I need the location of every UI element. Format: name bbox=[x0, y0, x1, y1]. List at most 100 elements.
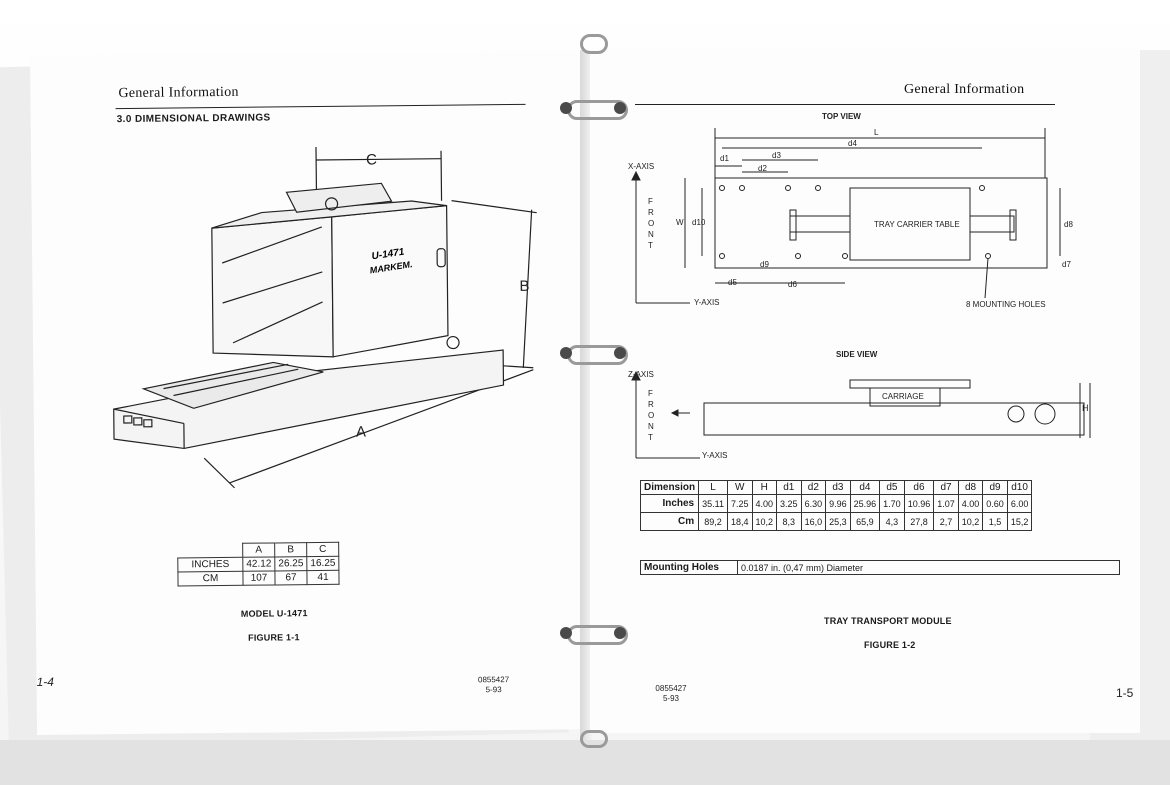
dim-table-cell: 65,9 bbox=[849, 512, 881, 531]
side-view-drawing bbox=[631, 370, 1091, 459]
dim-d10: d10 bbox=[692, 218, 706, 227]
dim-table-row-label: Inches bbox=[639, 494, 700, 513]
machine-drawing: U-1471 MARKEM. bbox=[113, 147, 537, 489]
dim-table-header: d1 bbox=[776, 480, 802, 495]
dim-label-b: B bbox=[519, 277, 530, 295]
abc-table: A B C INCHES 42.12 26.25 16.25 CM 107 67… bbox=[177, 542, 340, 587]
right-page: General Information TOP VIEW bbox=[590, 48, 1140, 733]
dim-d7: d7 bbox=[1062, 260, 1071, 269]
left-doc-number: 0855427 5-93 bbox=[469, 675, 519, 696]
dim-table-cell: 10.96 bbox=[903, 494, 935, 513]
dim-table-cell: 10,2 bbox=[751, 512, 778, 531]
binder-ring-clip-bottom bbox=[580, 730, 608, 748]
mounting-holes-table: Mounting Holes 0.0187 in. (0,47 mm) Diam… bbox=[640, 560, 1120, 575]
dim-table-header: d2 bbox=[800, 480, 827, 495]
dim-label-a: A bbox=[355, 423, 367, 441]
dim-w: W bbox=[676, 218, 684, 227]
binder-hole bbox=[560, 347, 572, 359]
abc-cell: 41 bbox=[306, 570, 340, 585]
dim-d8: d8 bbox=[1064, 220, 1073, 229]
dim-d4: d4 bbox=[848, 139, 857, 148]
dim-table-cell: 6.30 bbox=[800, 494, 827, 513]
abc-row-label: CM bbox=[177, 571, 244, 586]
mounting-holes-label: Mounting Holes bbox=[640, 560, 738, 575]
abc-header-c: C bbox=[306, 542, 339, 557]
binder-hole bbox=[614, 102, 626, 114]
binder-ring-clip-top bbox=[580, 34, 608, 54]
dim-table-cell: 10,2 bbox=[957, 512, 984, 531]
front-letter: R bbox=[648, 400, 654, 409]
dim-table-cell: 2,7 bbox=[933, 512, 959, 531]
front-letter: O bbox=[648, 411, 655, 420]
dim-table-header: H bbox=[751, 480, 778, 495]
dim-table-cell: 15,2 bbox=[1006, 512, 1033, 531]
left-page: General Information 3.0 DIMENSIONAL DRAW… bbox=[30, 49, 593, 735]
dim-table-cell: 7.25 bbox=[726, 494, 753, 513]
top-view-title: TOP VIEW bbox=[822, 112, 861, 121]
dim-label-c: C bbox=[366, 151, 378, 169]
side-view-title: SIDE VIEW bbox=[836, 350, 878, 359]
dim-table-cell: 18,4 bbox=[726, 512, 753, 531]
top-x-axis: X-AXIS bbox=[628, 162, 655, 171]
binder-bottom bbox=[0, 740, 1170, 785]
mounting-holes-value: 0.0187 in. (0,47 mm) Diameter bbox=[737, 560, 1120, 575]
abc-cell: 107 bbox=[242, 570, 276, 586]
abc-cell: 26.25 bbox=[274, 556, 307, 571]
dim-h: H bbox=[1082, 403, 1089, 413]
dim-table-cell: 1,5 bbox=[982, 512, 1008, 531]
top-front-label: F R O N T bbox=[648, 196, 658, 251]
front-letter: F bbox=[648, 197, 653, 206]
binder-hole bbox=[614, 347, 626, 359]
abc-header-b: B bbox=[274, 542, 307, 557]
binder-hole bbox=[560, 627, 572, 639]
spine-shadow bbox=[580, 50, 592, 740]
holes-label: 8 MOUNTING HOLES bbox=[966, 300, 1046, 309]
carriage-label: CARRIAGE bbox=[882, 392, 924, 401]
side-z-axis: Z-AXIS bbox=[628, 370, 654, 379]
dim-table-cell: 3.25 bbox=[776, 494, 802, 513]
dim-table-cell: 4.00 bbox=[957, 494, 984, 513]
module-caption: TRAY TRANSPORT MODULE bbox=[824, 616, 952, 626]
top-y-axis: Y-AXIS bbox=[694, 298, 720, 307]
dim-table-cell: 25.96 bbox=[849, 494, 881, 513]
dim-table-header: d8 bbox=[957, 480, 984, 495]
dim-table-header: W bbox=[726, 480, 753, 495]
right-header-rule bbox=[635, 104, 1055, 105]
top-view-drawing bbox=[631, 128, 1061, 304]
dim-table-cell: 4.00 bbox=[751, 494, 778, 513]
right-figure-caption: FIGURE 1-2 bbox=[864, 640, 916, 650]
dim-table-header: d3 bbox=[825, 480, 851, 495]
front-letter: F bbox=[648, 389, 653, 398]
abc-cell: 42.12 bbox=[242, 556, 275, 572]
front-letter: T bbox=[648, 433, 653, 442]
dim-table-cell: 6.00 bbox=[1006, 494, 1033, 513]
dim-table-cell: 8,3 bbox=[776, 512, 802, 531]
front-letter: O bbox=[648, 219, 655, 228]
right-doc-date: 5-93 bbox=[662, 694, 679, 703]
abc-row-label: INCHES bbox=[177, 557, 243, 572]
dim-table-header: d4 bbox=[849, 480, 881, 495]
model-caption: MODEL U-1471 bbox=[240, 608, 308, 619]
dim-table-cell: 16,0 bbox=[800, 512, 827, 531]
dim-table-header: Dimension bbox=[639, 480, 700, 495]
dim-table-cell: 89,2 bbox=[698, 512, 728, 531]
dim-table-cell: 0.60 bbox=[982, 494, 1008, 513]
front-letter: N bbox=[648, 230, 654, 239]
left-page-number: 1-4 bbox=[36, 674, 54, 689]
tray-table-label: TRAY CARRIER TABLE bbox=[874, 220, 960, 229]
front-letter: T bbox=[648, 241, 653, 250]
dim-table-header: d7 bbox=[933, 480, 959, 495]
abc-cell: 16.25 bbox=[306, 556, 340, 571]
dim-table-header: d9 bbox=[982, 480, 1008, 495]
abc-header-blank bbox=[178, 543, 243, 558]
side-front-label: F R O N T bbox=[648, 388, 658, 443]
dim-table-cell: 25,3 bbox=[825, 512, 851, 531]
binder-hole bbox=[560, 102, 572, 114]
front-letter: N bbox=[648, 422, 654, 431]
dim-d5: d5 bbox=[728, 278, 737, 287]
dim-table-header: d6 bbox=[903, 480, 935, 495]
right-doc-number: 0855427 5-93 bbox=[646, 684, 696, 704]
dim-d3: d3 bbox=[772, 151, 781, 160]
dim-d1: d1 bbox=[720, 154, 729, 163]
